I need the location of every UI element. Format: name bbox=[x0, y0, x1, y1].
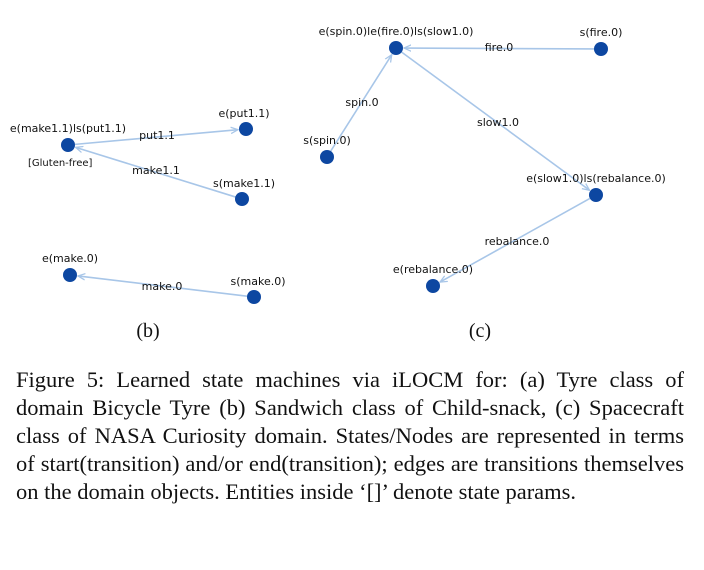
edge-label: slow1.0 bbox=[477, 116, 519, 129]
state-node bbox=[61, 138, 75, 152]
edge-label: rebalance.0 bbox=[485, 235, 550, 248]
edge-b1-b2 bbox=[74, 130, 238, 146]
state-param-label: [Gluten-free] bbox=[28, 158, 93, 169]
edge-label: fire.0 bbox=[485, 41, 513, 54]
node-label: e(spin.0)le(fire.0)ls(slow1.0) bbox=[319, 25, 474, 38]
edge-c4-c5 bbox=[440, 197, 591, 282]
state-machine-figure: put1.1 make1.1 make.0 e(make1.1)ls(put1.1) [… bbox=[10, 25, 666, 342]
node-label: e(rebalance.0) bbox=[393, 263, 473, 276]
state-node bbox=[247, 290, 261, 304]
node-label: s(make.0) bbox=[230, 275, 285, 288]
edge-b5-b4 bbox=[78, 276, 248, 297]
state-node bbox=[589, 188, 603, 202]
panel-label-c: (c) bbox=[469, 320, 491, 342]
node-label: s(make1.1) bbox=[213, 177, 275, 190]
edge-c2-c1 bbox=[404, 48, 595, 49]
state-node bbox=[239, 122, 253, 136]
edge-c3-c1 bbox=[330, 55, 392, 152]
node-label: e(make.0) bbox=[42, 252, 98, 265]
node-label: e(make1.1)ls(put1.1) bbox=[10, 122, 126, 135]
edge-b3-b1 bbox=[76, 147, 236, 198]
node-label: e(slow1.0)ls(rebalance.0) bbox=[526, 172, 666, 185]
edge-label: make1.1 bbox=[132, 164, 180, 177]
node-label: e(put1.1) bbox=[218, 107, 269, 120]
state-node bbox=[235, 192, 249, 206]
state-node bbox=[320, 150, 334, 164]
state-node bbox=[426, 279, 440, 293]
state-node bbox=[389, 41, 403, 55]
state-node bbox=[63, 268, 77, 282]
state-node bbox=[594, 42, 608, 56]
figure-caption: Figure 5: Learned state machines via iLO… bbox=[16, 367, 684, 504]
panel-label-b: (b) bbox=[136, 320, 159, 342]
node-label: s(spin.0) bbox=[303, 134, 351, 147]
edge-label: make.0 bbox=[142, 280, 183, 293]
edge-label: put1.1 bbox=[139, 129, 175, 142]
node-label: s(fire.0) bbox=[580, 26, 623, 39]
edge-c1-c4 bbox=[401, 51, 590, 190]
edge-label: spin.0 bbox=[345, 96, 378, 109]
